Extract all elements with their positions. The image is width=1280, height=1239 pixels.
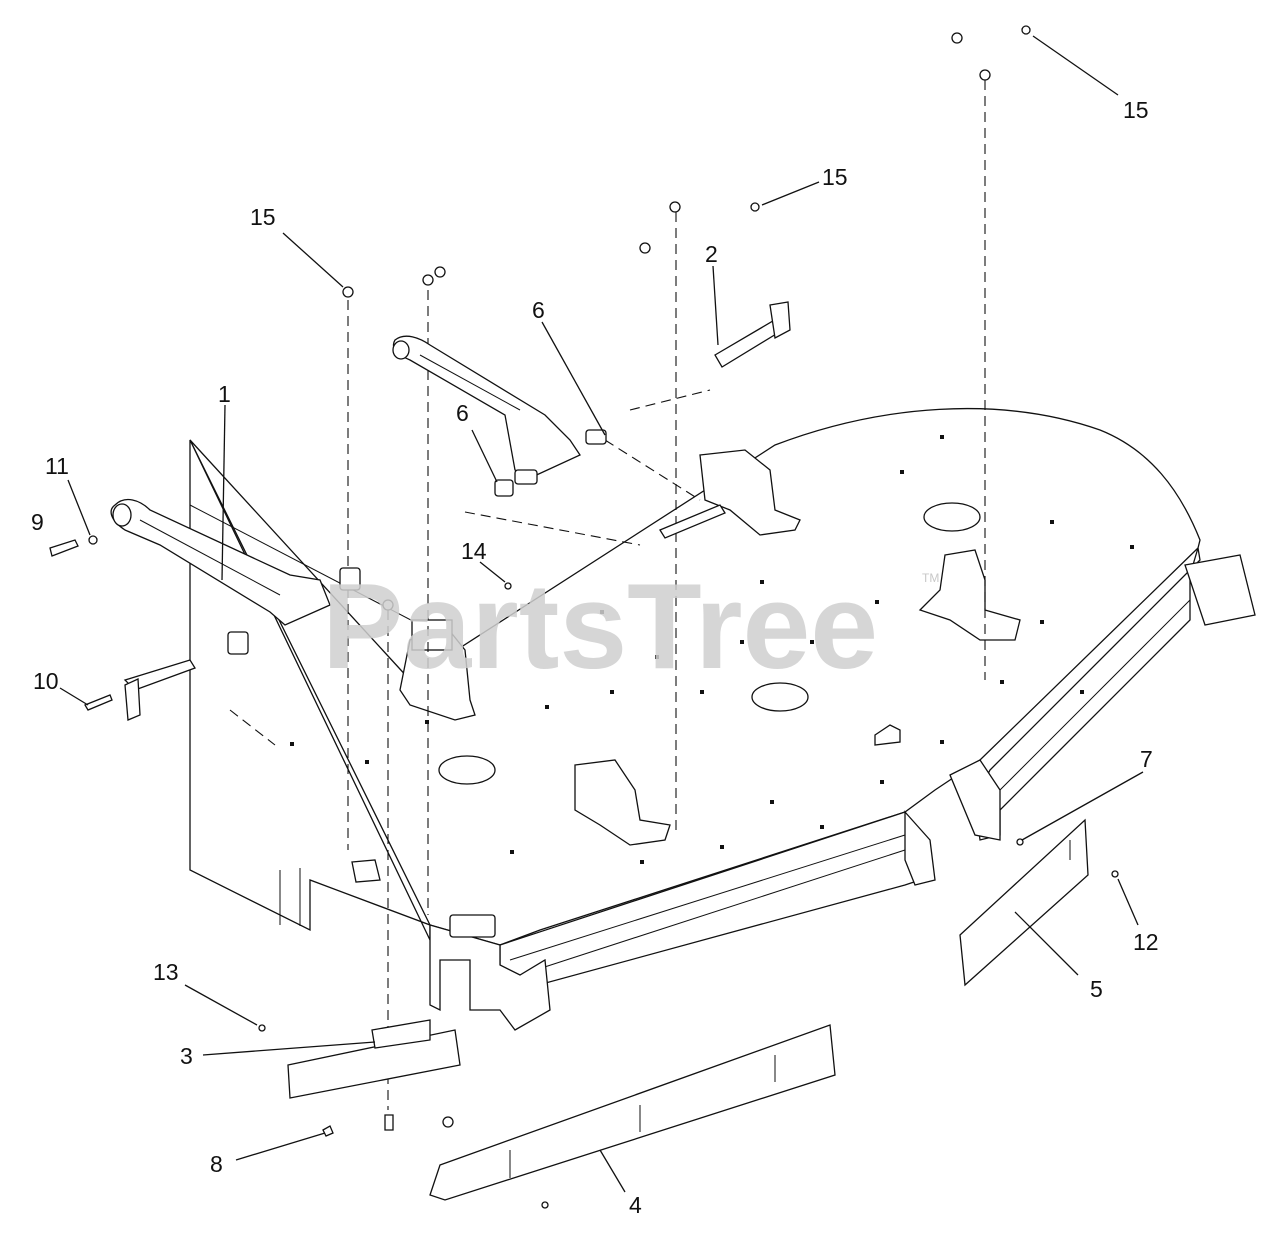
pivot-pin [714,301,791,368]
deck-bracket-rear-left [699,449,801,536]
skirt-clip [351,859,381,883]
callout-6-lower: 6 [456,400,469,426]
pin-assembly [49,535,512,721]
callout-4: 4 [629,1192,642,1218]
deck-bracket-right [918,549,1021,641]
deck-bracket-front-left [399,619,476,721]
hardware [258,25,1119,1209]
callout-7: 7 [1140,746,1153,772]
callout-8: 8 [210,1151,223,1177]
callout-2: 2 [705,241,718,267]
callout-13: 13 [153,959,179,985]
callout-15-left: 15 [250,204,276,230]
leader-lines [59,35,1144,1193]
callout-1: 1 [218,381,231,407]
baffle-small [287,1019,461,1099]
lift-arm-left [110,498,361,655]
callout-11: 11 [45,453,69,479]
callout-9: 9 [31,509,44,535]
watermark: PartsTree [322,558,878,694]
baffle-long [429,1024,836,1201]
callout-14: 14 [461,538,487,564]
rod-pin [659,504,726,539]
watermark-trademark: TM [922,571,939,585]
callout-5: 5 [1090,976,1103,1002]
callout-10: 10 [33,668,59,694]
mower-deck [189,407,1256,1031]
callouts: 15 15 15 2 6 6 1 11 9 14 10 7 12 5 13 3 … [31,97,1159,1218]
deck-clip [874,724,901,746]
deck-bracket-front-center [574,759,671,846]
callout-3: 3 [180,1043,193,1069]
callout-15-top-right: 15 [1123,97,1149,123]
callout-12: 12 [1133,929,1159,955]
callout-15-center: 15 [822,164,848,190]
callout-6-upper: 6 [532,297,545,323]
lift-arm-right [392,335,607,497]
baffle-right [959,818,1089,987]
